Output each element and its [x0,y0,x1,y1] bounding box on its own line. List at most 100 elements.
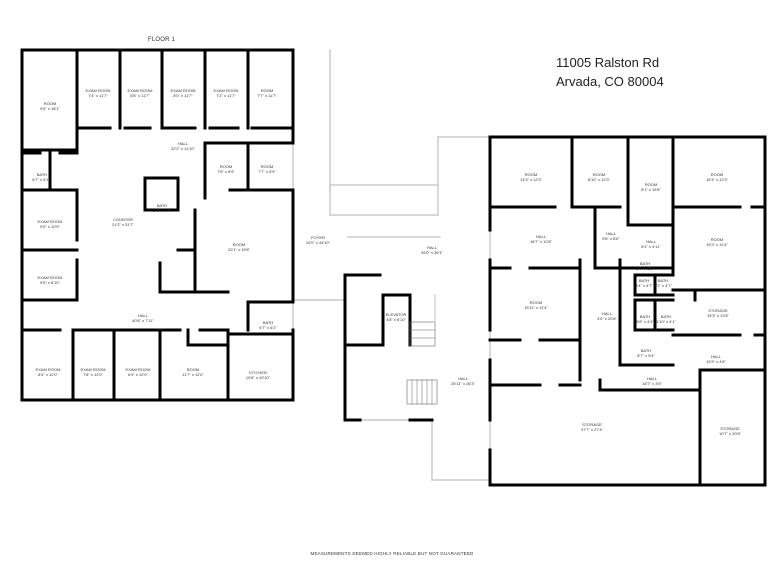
room-dims: 11'7" x 12'0" [182,372,204,377]
room-name: BATH [157,203,167,208]
room-name: ROOM [711,172,723,177]
room-name: HALL [178,141,189,146]
room-dims: 7'2" x 11'7" [216,93,236,98]
room-dims: 8'0" x 11'7" [173,93,193,98]
room-dims: 25'11" x 26'3" [451,381,475,386]
room-name: EXAM ROOM [126,367,151,372]
room-dims: 15'3" x 4'8" [706,359,726,364]
room-dims: 7'7" x 11'7" [257,93,277,98]
room-dims: 8'7" x 9'4" [637,353,655,358]
room-dims: 1'10" x 4'1" [656,319,676,324]
room-name: EXAM ROOM [81,367,106,372]
room-name: ROOM [233,242,245,247]
room-name: BATH [661,314,671,319]
room-dims: 10'0" x 44'10" [306,240,331,245]
room-name: EXAM ROOM [214,88,239,93]
windows-layer [21,49,766,481]
room-dims: 3'2" x 4'7" [654,283,672,288]
disclaimer: MEASUREMENTS DEEMED HIGHLY RELIABLE BUT … [310,551,474,556]
walls-layer [20,48,767,487]
room-dims: 4'8" x 6'10" [386,317,406,322]
room-name: ROOM [261,88,273,93]
room-name: HALL [536,234,547,239]
room-name: ROOM [261,164,273,169]
room-name: ROOM [525,172,537,177]
room-name: HALL [647,376,658,381]
room-name: EXAM ROOM [36,367,61,372]
room-name: BATH [641,348,651,353]
room-dims: 5'7" x 7'7" [153,208,171,213]
room-dims: 8'7" x 6'0" [636,266,654,271]
room-dims: 14'3" x 12'3" [520,177,543,182]
room-dims: 7'8" x 8'9" [217,169,235,174]
room-dims: 15'11" x 11'4" [524,305,548,310]
address-line-1: 11005 Ralston Rd [556,55,660,70]
room-dims: 3'8" x 4'4" [636,319,654,324]
room-dims: 9'9" x 10'9" [40,224,60,229]
room-dims: 15'3" x 12'8" [707,313,730,318]
room-dims: 15'3" x 12'3" [706,177,729,182]
room-dims: 9'5" x 8'10" [40,280,60,285]
room-dims: 8'10" x 12'3" [588,177,611,182]
room-dims: 7'7" x 8'9" [258,169,276,174]
room-name: ROOM [530,300,542,305]
room-name: BATH [37,172,47,177]
room-name: FOYER [311,235,325,240]
room-name: HALL [602,311,613,316]
room-dims: 8'1" x 15'8" [641,187,661,192]
room-dims: 37'7" x 27'4" [581,427,604,432]
room-dims: 18'7" x 3'5" [642,381,662,386]
room-name: HALL [606,231,617,236]
room-dims: 3'4" x 4'7" [635,283,653,288]
room-name: BATH [640,314,650,319]
room-name: EXAM ROOM [86,88,111,93]
room-name: HALL [646,239,657,244]
room-name: ROOM [593,172,605,177]
room-dims: 4'0" x 20'8" [597,316,617,321]
room-dims: 6'7" x 6'2" [259,325,277,330]
room-name: EXAM ROOM [171,88,196,93]
room-dims: 8'1" x 4'11" [641,244,661,249]
room-dims: 5'6" x 8'6" [602,236,620,241]
room-name: STORAGE [582,422,602,427]
address-line-2: Arvada, CO 80004 [556,74,664,89]
room-dims: 20'1" x 19'8" [228,247,251,252]
room-dims: 18'7" x 10'8" [530,239,553,244]
room-name: ROOM [44,101,56,106]
room-name: EXAM ROOM [38,219,63,224]
room-dims: 26'0" x 36'1" [421,250,444,255]
room-name: STORAGE [708,308,728,313]
room-dims: 7'4" x 11'7" [88,93,108,98]
room-dims: 7'8" x 12'0" [83,372,103,377]
room-name: BATH [658,278,668,283]
